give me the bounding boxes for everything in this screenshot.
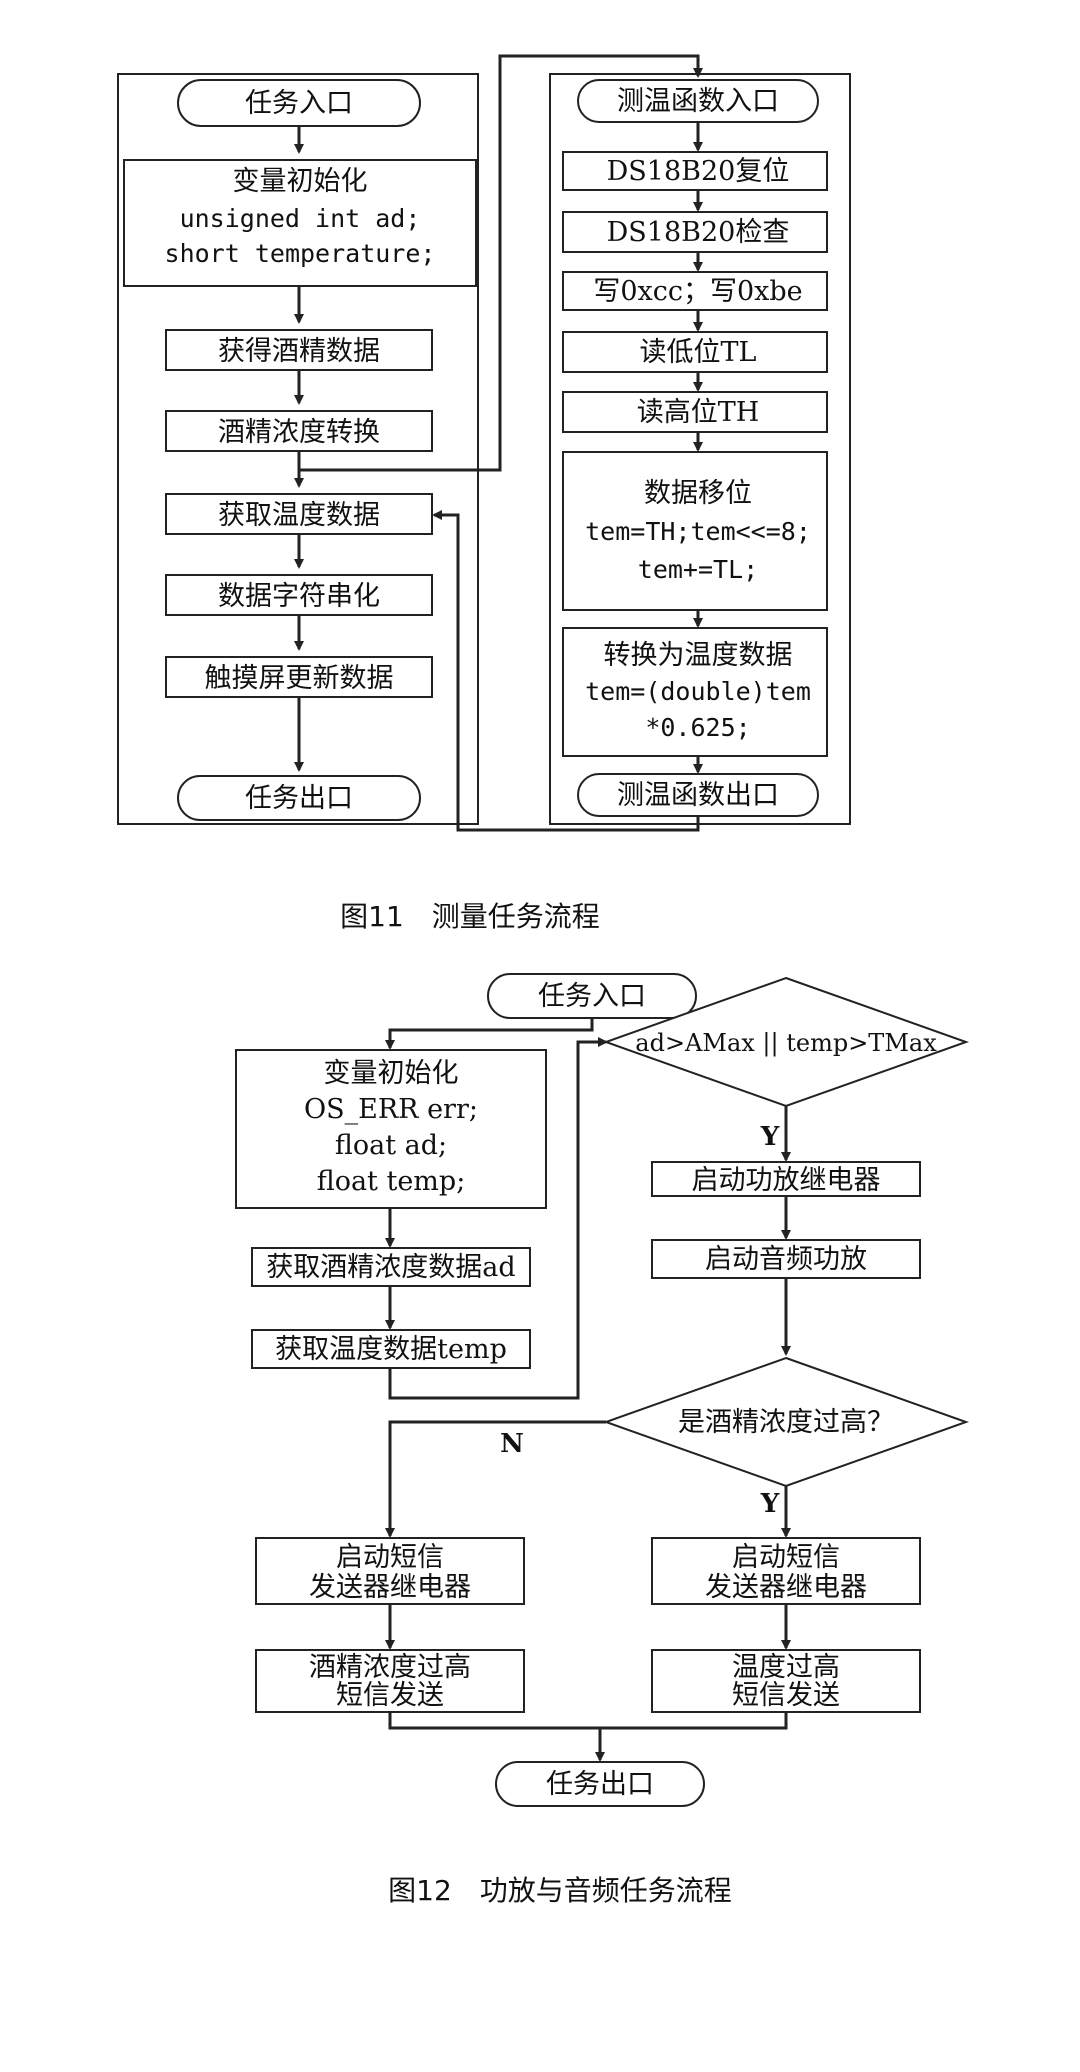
fig12-sms-alcohol-box: [255, 1649, 525, 1713]
fig12-sms-relay-right-line-2: 发送器继电器: [705, 1572, 867, 1603]
fig11-update-box: [165, 656, 433, 698]
figure-12: 任务入口 变量初始化 OS_ERR err; float ad; float t…: [235, 973, 969, 1907]
fig11-init-line-1: 变量初始化: [233, 166, 368, 197]
fig11-end-label: 任务出口: [245, 783, 353, 814]
fig11-init-line-3: short temperature;: [165, 239, 436, 268]
fig11-end-terminal: [177, 775, 421, 821]
fig12-decision-alcohol: [603, 1356, 969, 1488]
fig11-write-box: [562, 271, 828, 311]
fig11-read-low-label: 读低位TL: [640, 337, 757, 368]
fig12-end-terminal: [495, 1761, 705, 1807]
fig12-start-terminal: [487, 973, 697, 1019]
fig11-read-high-box: [562, 391, 828, 433]
fig11-convert-label: 酒精浓度转换: [218, 417, 380, 448]
fig12-yes-label-1: Y: [760, 1122, 780, 1152]
fig12-sms-temp-line-2: 短信发送: [732, 1680, 840, 1711]
fig12-sms-relay-right-line-1: 启动短信: [732, 1542, 840, 1573]
fig11-func-start-terminal: [577, 79, 819, 123]
fig11-read-low-box: [562, 331, 828, 373]
fig12-sms-relay-left-line-1: 启动短信: [336, 1542, 444, 1573]
fig12-no-label: N: [500, 1429, 524, 1459]
fig11-reset-label: DS18B20复位: [607, 156, 790, 187]
fig11-caption: 图11 测量任务流程: [340, 900, 600, 933]
figure-11: 任务入口 变量初始化 unsigned int ad; short temper…: [117, 54, 851, 933]
fig11-update-label: 触摸屏更新数据: [205, 663, 394, 694]
fig12-yes-label-2: Y: [760, 1489, 780, 1519]
fig12-decision-threshold: [603, 976, 969, 1108]
fig12-get-ad-label: 获取酒精浓度数据ad: [266, 1252, 515, 1283]
fig11-shift-line-3: tem+=TL;: [638, 555, 758, 584]
fig12-sms-temp-line-1: 温度过高: [732, 1652, 840, 1683]
fig11-shift-box: [562, 451, 828, 611]
fig11-write-label: 写0xcc；写0xbe: [593, 276, 802, 307]
fig12-sms-relay-left-line-2: 发送器继电器: [309, 1572, 471, 1603]
fig11-init-line-2: unsigned int ad;: [180, 204, 421, 233]
fig12-get-temp-box: [251, 1329, 531, 1369]
fig12-init-box: [235, 1049, 547, 1209]
fig11-read-high-label: 读高位TH: [637, 397, 760, 428]
fig12-get-temp-label: 获取温度数据temp: [275, 1334, 507, 1365]
fig11-shift-line-1: 数据移位: [644, 478, 752, 509]
fig12-sms-relay-left-box: [255, 1537, 525, 1605]
fig11-temp-convert-line-1: 转换为温度数据: [604, 640, 793, 671]
fig11-start-label: 任务入口: [245, 88, 353, 119]
fig12-sms-alcohol-line-2: 短信发送: [336, 1680, 444, 1711]
fig11-init-box: [123, 159, 477, 287]
fig11-serialize-box: [165, 574, 433, 616]
fig11-temp-convert-line-2: tem=(double)tem: [585, 677, 811, 706]
fig11-left-frame: [117, 73, 479, 825]
fig11-start-terminal: [177, 79, 421, 127]
fig12-init-line-1: 变量初始化: [324, 1058, 459, 1089]
fig11-check-box: [562, 211, 828, 253]
fig12-init-line-4: float temp;: [317, 1166, 466, 1197]
fig11-get-temp-label: 获取温度数据: [218, 500, 380, 531]
fig12-amp-relay-label: 启动功放继电器: [692, 1165, 881, 1196]
fig11-reset-box: [562, 151, 828, 191]
fig12-decision-alcohol-label: 是酒精浓度过高？: [678, 1407, 894, 1438]
fig11-temp-convert-box: [562, 627, 828, 757]
fig11-get-alcohol-box: [165, 329, 433, 371]
fig12-sms-alcohol-line-1: 酒精浓度过高: [309, 1652, 471, 1683]
fig11-check-label: DS18B20检查: [607, 217, 790, 248]
fig12-amp-relay-box: [651, 1161, 921, 1197]
fig11-temp-convert-line-3: *0.625;: [645, 713, 750, 742]
fig11-func-start-label: 测温函数入口: [617, 86, 779, 117]
fig12-start-label: 任务入口: [538, 981, 646, 1012]
fig11-func-end-terminal: [577, 773, 819, 817]
fig12-decision-threshold-label: ad>AMax || temp>TMax: [635, 1029, 937, 1058]
fig12-get-ad-box: [251, 1247, 531, 1287]
fig12-sms-temp-box: [651, 1649, 921, 1713]
fig11-serialize-label: 数据字符串化: [218, 581, 380, 612]
fig11-shift-line-2: tem=TH;tem<<=8;: [585, 517, 811, 546]
fig12-audio-amp-label: 启动音频功放: [705, 1244, 867, 1275]
fig12-end-label: 任务出口: [546, 1769, 654, 1800]
fig11-get-temp-box: [165, 493, 433, 535]
fig12-caption: 图12 功放与音频任务流程: [388, 1874, 732, 1907]
fig11-func-end-label: 测温函数出口: [617, 780, 779, 811]
fig11-convert-box: [165, 410, 433, 452]
fig12-init-line-3: float ad;: [335, 1130, 447, 1161]
fig11-get-alcohol-label: 获得酒精数据: [218, 336, 380, 367]
fig12-sms-relay-right-box: [651, 1537, 921, 1605]
fig12-init-line-2: OS_ERR err;: [304, 1094, 478, 1125]
fig12-audio-amp-box: [651, 1239, 921, 1279]
